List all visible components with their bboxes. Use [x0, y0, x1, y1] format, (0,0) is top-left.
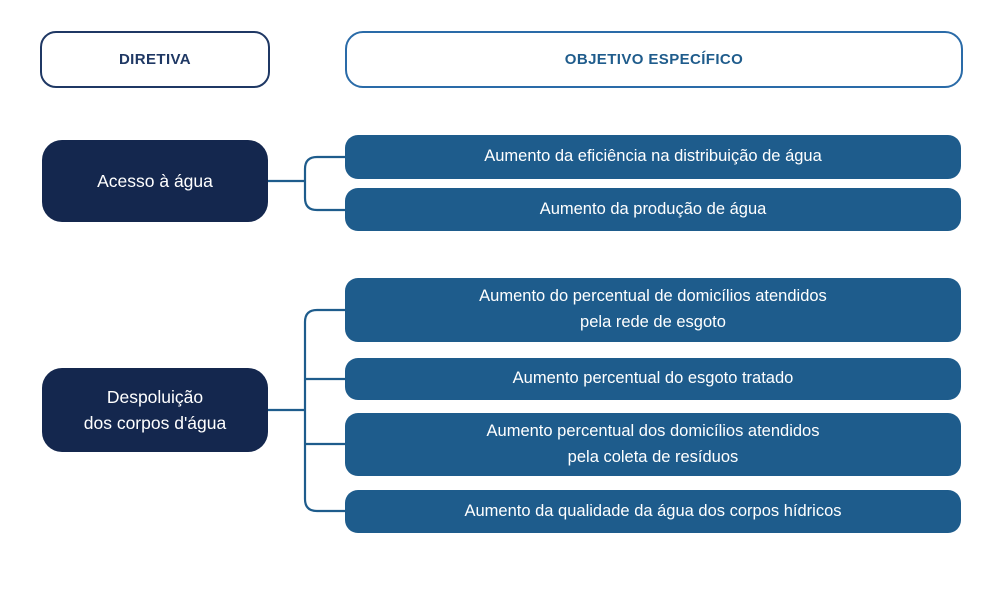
- objective-box-rede-esgoto: Aumento do percentual de domicílios aten…: [345, 278, 961, 342]
- directive-box-acesso-agua: Acesso à água: [42, 140, 268, 222]
- objective-box-eficiencia-distribuicao: Aumento da eficiência na distribuição de…: [345, 135, 961, 179]
- directive-box-despoluicao: Despoluição dos corpos d'água: [42, 368, 268, 452]
- connector-group1-spine: [303, 155, 346, 212]
- objective-box-producao-agua: Aumento da produção de água: [345, 188, 961, 231]
- directive-column-header: DIRETIVA: [40, 31, 270, 88]
- objective-column-header: OBJETIVO ESPECÍFICO: [345, 31, 963, 88]
- objective-box-coleta-residuos: Aumento percentual dos domicílios atendi…: [345, 413, 961, 476]
- objective-box-qualidade-agua: Aumento da qualidade da água dos corpos …: [345, 490, 961, 533]
- objective-box-esgoto-tratado: Aumento percentual do esgoto tratado: [345, 358, 961, 400]
- connector-group2-spine: [303, 308, 346, 513]
